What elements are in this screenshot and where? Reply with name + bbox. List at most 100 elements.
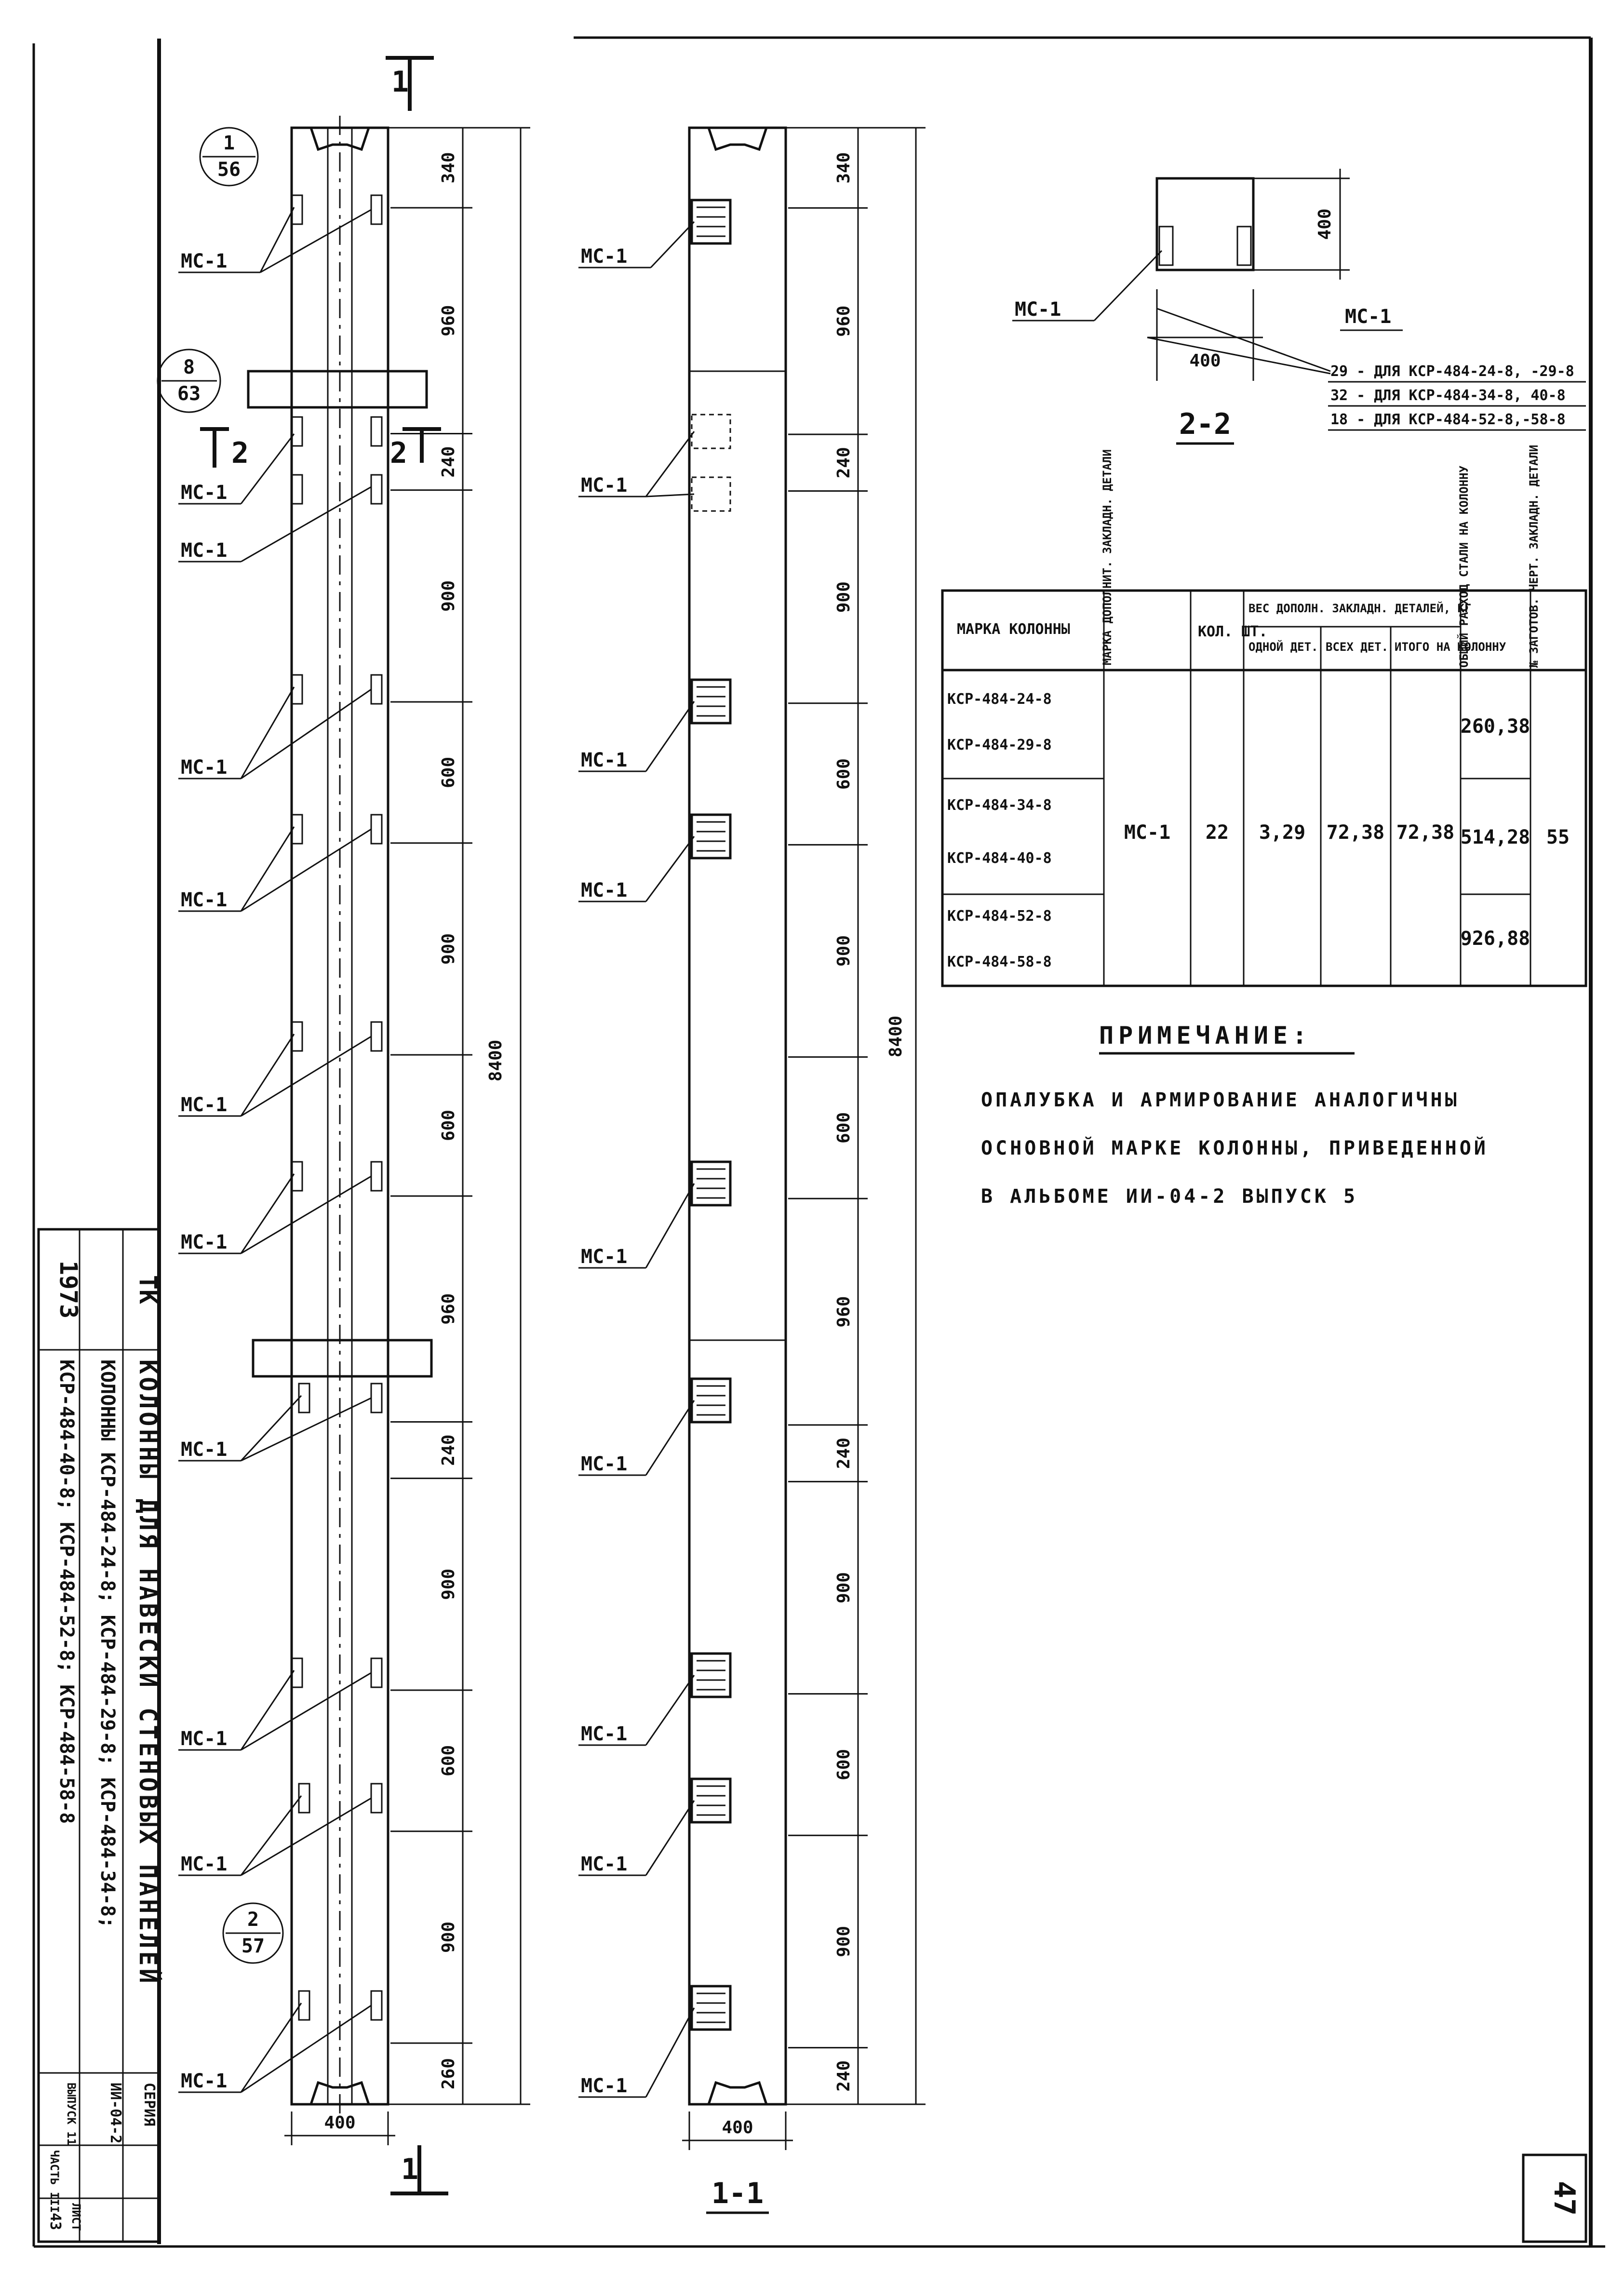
cell-part-mark: МС-1 [1124,821,1170,844]
svg-text:1: 1 [223,132,235,154]
left-dim-label: 960 [439,305,458,336]
note-title: ПРИМЕЧАНИЕ: [1099,1022,1312,1049]
hdr-one: ОДНОЙ ДЕТ. [1248,640,1318,654]
section-mark-2-left: 2 [200,427,249,470]
section-mark-1-top: 1 [386,56,434,111]
right-dim-label: 960 [834,306,854,337]
mc1-label: МС-1 [181,1439,227,1461]
note: ПРИМЕЧАНИЕ: ОПАЛУБКА И АРМИРОВАНИЕ АНАЛО… [981,1022,1489,1208]
mc1-label: МС-1 [181,250,227,272]
left-dim-label: 900 [439,580,458,612]
hdr-mark: МАРКА КОЛОННЫ [957,621,1070,638]
tb-series-label: СЕРИЯ [141,2083,158,2126]
right-dim-label: 960 [834,1296,854,1328]
col-mark-5: КСР-484-52-8 [947,908,1052,925]
spec-table: МАРКА КОЛОННЫ МАРКА ДОПОЛНИТ. ЗАКЛАДН. Д… [941,445,1587,987]
svg-text:57: 57 [242,1935,265,1957]
mc1-label: МС-1 [1015,298,1061,321]
mc1-label: МС-1 [581,245,627,268]
tb-sheet-value: 43 [47,2213,64,2230]
mc1-label: МС-1 [581,1246,627,1268]
right-dim-label: 240 [834,1438,854,1469]
tb-part: ЧАСТЬ III [48,2150,61,2213]
tb-title-3: КСР-484-40-8; КСР-484-52-8; КСР-484-58-8 [55,1359,78,1824]
left-width-dim: 400 [324,2113,355,2133]
right-mc1-callouts: МС-1 МС-1 МС-1 МС-1 МС-1 МС-1 МС-1 МС-1 … [578,221,695,2098]
cell-sheet-ref: 55 [1546,826,1570,848]
right-width-dim: 400 [722,2118,753,2138]
tb-issue: ВЫПУСК 11 [65,2083,78,2145]
tb-title-2: КОЛОННЫ КСР-484-24-8; КСР-484-29-8; КСР-… [96,1359,119,1928]
svg-text:2: 2 [390,436,407,470]
right-column-elevation-1-1: 340960240900600900600960240900600900240 … [682,126,926,2214]
cell-steel-3: 926,88 [1461,928,1530,950]
left-column-elevation: 340960240900600900600960240900600900260 … [247,116,530,2145]
left-dim-label: 260 [439,2058,458,2089]
hdr-all: ВСЕХ ДЕТ. [1326,640,1388,654]
section-2-2-mc1-label: МС-1 [1345,306,1391,328]
svg-text:1: 1 [401,2152,418,2186]
mc1-label: МС-1 [581,1723,627,1745]
sheet-number-box: 47 [1522,2153,1587,2243]
left-dim-label: 240 [439,1435,458,1466]
note-line-3: В АЛЬБОМЕ ИИ-04-2 ВЫПУСК 5 [981,1185,1358,1208]
tb-title-1: КОЛОННЫ ДЛЯ НАВЕСКИ СТЕНОВЫХ ПАНЕЛЕЙ [134,1359,162,1986]
right-dim-label: 900 [834,935,854,967]
right-dim-label: 340 [834,152,854,184]
view-title-1-1: 1-1 [711,2177,764,2210]
hdr-qty: КОЛ. ШТ. [1198,623,1268,640]
mc1-label: МС-1 [181,2070,227,2092]
qty-line-1: 29 - ДЛЯ КСР-484-24-8, -29-8 [1330,363,1574,380]
right-dim-label: 600 [834,758,854,790]
left-dim-label: 960 [439,1293,458,1325]
left-mc1-callouts: МС-1 МС-1 МС-1 МС-1 МС-1 МС-1 МС-1 МС-1 … [178,207,372,2093]
left-total-height: 8400 [486,1040,506,1082]
svg-text:1: 1 [391,65,409,99]
left-dim-label: 900 [439,933,458,965]
mc1-label: МС-1 [581,474,627,497]
tb-series-value: ИИ-04-2 [107,2083,124,2143]
mc1-label: МС-1 [181,1231,227,1253]
mc1-label: МС-1 [181,1728,227,1750]
left-dim-label: 900 [439,1569,458,1600]
right-dim-label: 600 [834,1749,854,1780]
right-dim-label: 900 [834,1926,854,1957]
detail-callout-2-57: 2 57 [222,1902,284,1964]
tb-sheet-label: ЛИСТ [69,2203,83,2231]
note-line-1: ОПАЛУБКА И АРМИРОВАНИЕ АНАЛОГИЧНЫ [981,1089,1460,1111]
sheet-number: 47 [1547,2181,1581,2216]
tb-org: ТК [134,1275,162,1304]
left-dim-label: 340 [439,152,458,183]
section-2-2-height: 400 [1315,208,1335,240]
col-mark-1: КСР-484-24-8 [947,691,1052,708]
hdr-part-mark: МАРКА ДОПОЛНИТ. ЗАКЛАДН. ДЕТАЛИ [1101,449,1114,665]
note-line-2: ОСНОВНОЙ МАРКЕ КОЛОННЫ, ПРИВЕДЕННОЙ [981,1136,1489,1159]
right-dim-label: 900 [834,1572,854,1603]
sheet-frame [32,36,1605,2248]
left-dim-label: 600 [439,1745,458,1776]
svg-text:56: 56 [217,159,241,181]
svg-text:2: 2 [231,436,249,470]
mc1-label: МС-1 [181,1853,227,1875]
qty-line-2: 32 - ДЛЯ КСР-484-34-8, 40-8 [1330,387,1566,404]
mc1-label: МС-1 [181,482,227,504]
right-dim-label: 240 [834,2060,854,2092]
right-dim-label: 240 [834,447,854,478]
left-dim-label: 600 [439,1110,458,1141]
mc1-label: МС-1 [581,749,627,771]
hdr-total: ИТОГО НА КОЛОННУ [1395,640,1506,654]
left-dim-label: 600 [439,757,458,788]
section-2-2-width: 400 [1189,351,1221,371]
col-mark-4: КСР-484-40-8 [947,850,1052,867]
mc1-label: МС-1 [181,889,227,911]
left-dim-label: 240 [439,446,458,478]
mc1-label: МС-1 [181,1094,227,1116]
right-dim-label: 900 [834,581,854,613]
svg-text:2: 2 [247,1909,259,1931]
section-mark-1-bottom: 1 [390,2145,448,2195]
hdr-weight-group: ВЕС ДОПОЛН. ЗАКЛАДН. ДЕТАЛЕЙ, КГ [1248,601,1471,615]
col-mark-3: КСР-484-34-8 [947,797,1052,814]
detail-callout-8-63: 8 63 [157,349,221,413]
mc1-label: МС-1 [581,2075,627,2097]
